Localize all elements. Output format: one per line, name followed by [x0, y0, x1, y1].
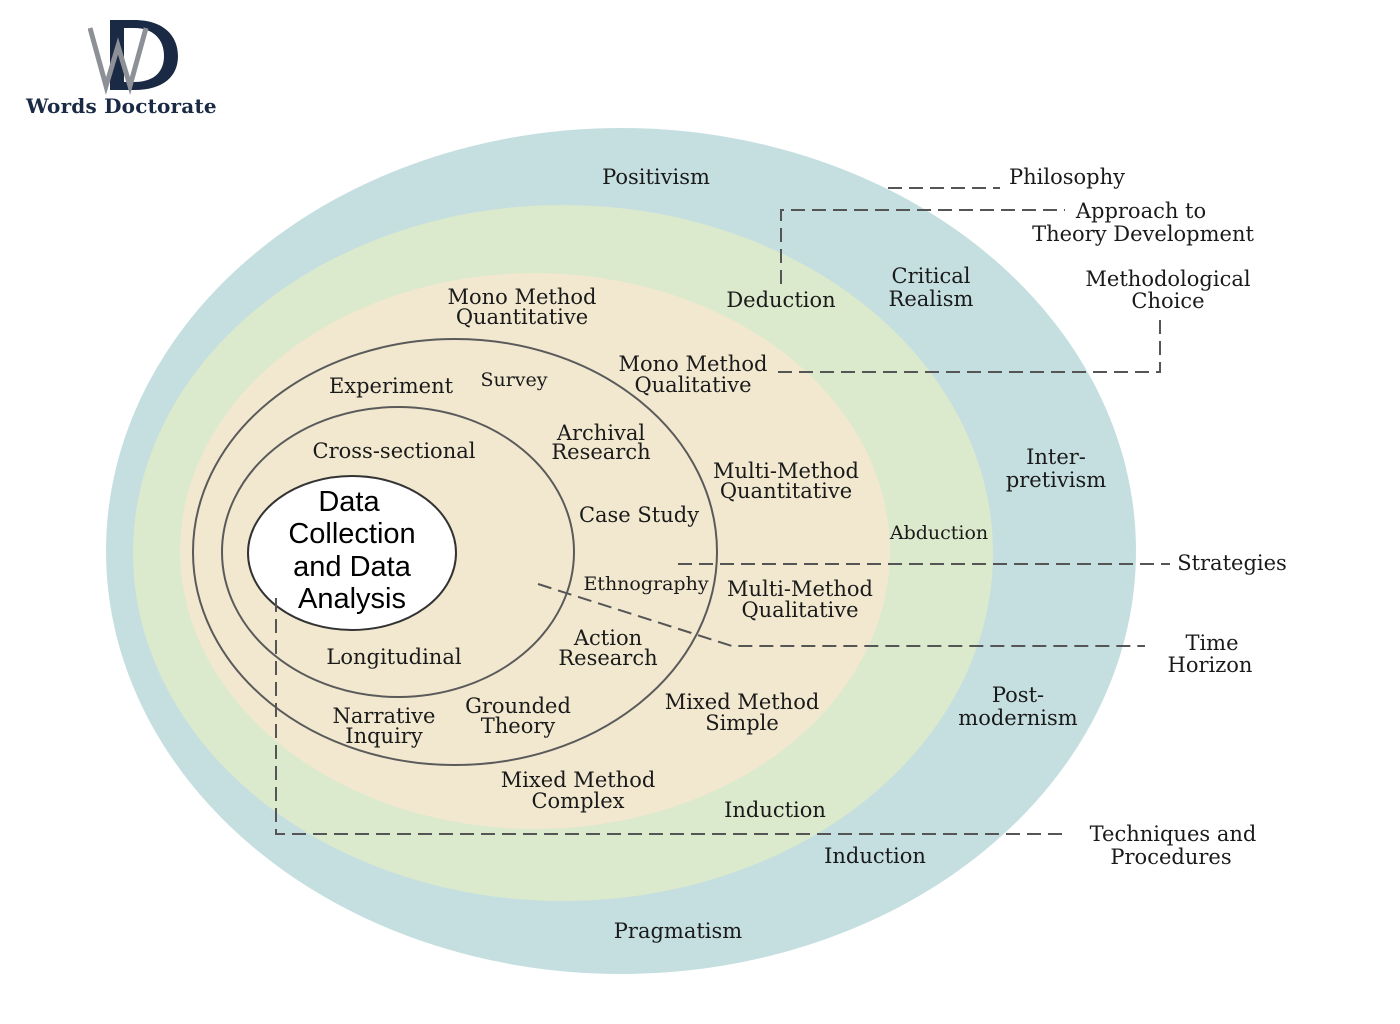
label-mixed-complex-2: Complex [531, 789, 624, 813]
label-grounded-theory-2: Theory [481, 714, 556, 738]
brand-name: Words Doctorate [26, 94, 217, 118]
wd-monogram-icon [88, 20, 178, 96]
label-multi-quant-1: Multi-Method [713, 459, 859, 483]
label-mono-qual-2: Qualitative [634, 373, 751, 397]
label-critical-realism-1: Critical [892, 264, 971, 288]
callout-time-horizon-2: Horizon [1168, 653, 1253, 677]
time-horizon-leader-line [537, 583, 1145, 647]
callout-choice-2: Choice [1131, 289, 1204, 313]
label-multi-qual-2: Qualitative [741, 598, 858, 622]
label-mixed-simple-2: Simple [705, 711, 779, 735]
label-narrative-inquiry-2: Inquiry [345, 724, 423, 748]
label-induction-inner: Induction [724, 798, 826, 822]
label-pragmatism: Pragmatism [614, 919, 742, 943]
time-horizon-ring [221, 406, 575, 698]
core-text-3: and Data [293, 551, 412, 583]
label-ethnography: Ethnography [583, 573, 708, 595]
label-grounded-theory-1: Grounded [465, 694, 571, 718]
label-case-study: Case Study [579, 503, 699, 527]
callout-approach-1: Approach to [1075, 199, 1206, 223]
callout-strategies: Strategies [1177, 551, 1287, 575]
label-deduction: Deduction [726, 288, 835, 312]
label-multi-quant-2: Quantitative [720, 479, 852, 503]
label-longitudinal: Longitudinal [326, 645, 461, 669]
label-mono-qual-1: Mono Method [619, 352, 768, 376]
choice-leader-line [778, 316, 1161, 373]
label-postmodernism-1: Post- [992, 683, 1044, 707]
label-mixed-complex-1: Mixed Method [501, 768, 656, 792]
choice-ring [180, 273, 890, 829]
strategies-ring [192, 338, 718, 766]
label-archival-2: Research [551, 440, 650, 464]
label-induction-outer: Induction [824, 844, 926, 868]
techniques-leader-line [275, 598, 1068, 835]
core-text-1: Data [318, 486, 380, 518]
core-text-4: Analysis [298, 583, 406, 615]
label-archival-1: Archival [556, 421, 646, 445]
label-abduction: Abduction [889, 522, 988, 544]
callout-techniques-2: Procedures [1110, 845, 1231, 869]
callout-choice-1: Methodological [1085, 267, 1250, 291]
callout-techniques-1: Techniques and [1090, 822, 1257, 846]
core-ellipse [247, 475, 457, 631]
label-mono-quant-1: Mono Method [448, 285, 597, 309]
label-survey: Survey [480, 369, 547, 391]
callout-time-horizon-1: Time [1185, 631, 1238, 655]
label-mono-quant-2: Quantitative [456, 305, 588, 329]
label-multi-qual-1: Multi-Method [727, 577, 873, 601]
approach-leader-line [780, 209, 1065, 284]
label-interpretivism-2: pretivism [1006, 468, 1106, 492]
label-critical-realism-2: Realism [889, 287, 974, 311]
label-positivism: Positivism [602, 165, 710, 189]
core-text-2: Collection [288, 518, 415, 550]
label-postmodernism-2: modernism [958, 706, 1077, 730]
label-experiment: Experiment [329, 374, 454, 398]
brand-logo: Words Doctorate [22, 16, 222, 126]
label-cross-sectional: Cross-sectional [313, 439, 476, 463]
callout-approach-2: Theory Development [1032, 222, 1254, 246]
label-action-research-1: Action [573, 626, 642, 650]
label-narrative-inquiry-1: Narrative [333, 704, 436, 728]
label-mixed-simple-1: Mixed Method [665, 690, 820, 714]
label-interpretivism-1: Inter- [1026, 445, 1086, 469]
callout-philosophy: Philosophy [1009, 165, 1125, 189]
label-action-research-2: Research [558, 646, 657, 670]
